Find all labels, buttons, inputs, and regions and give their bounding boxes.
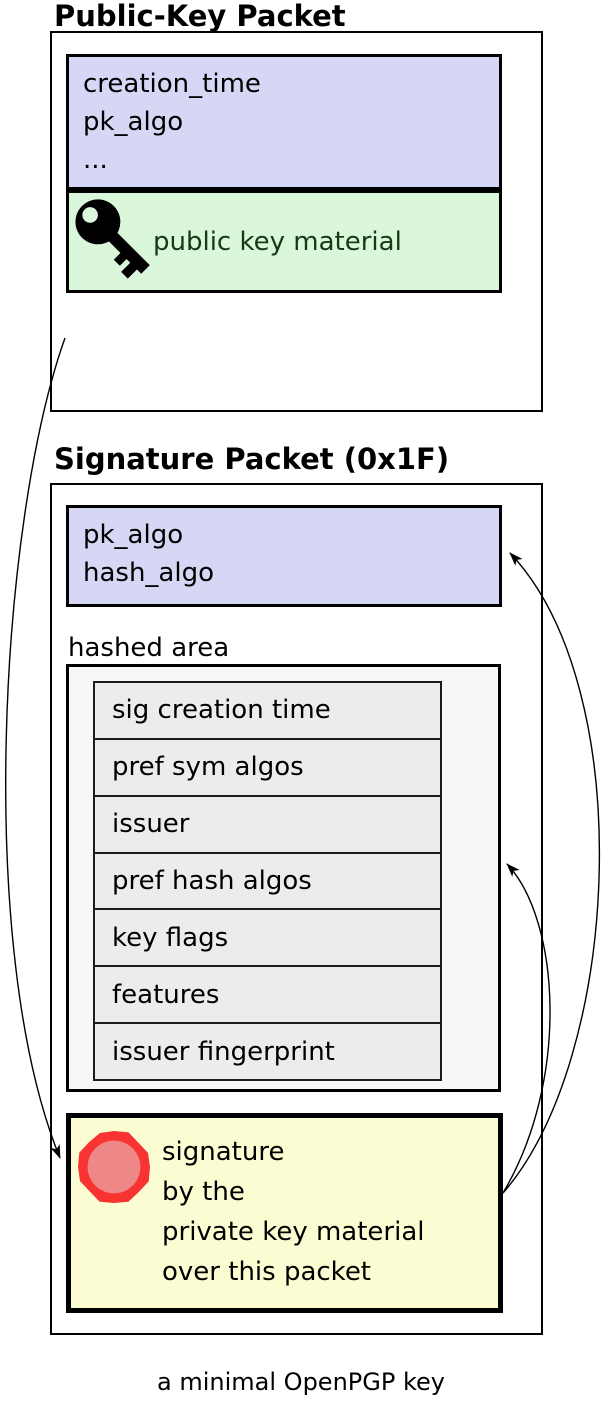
signature-line: private key material [162, 1217, 425, 1247]
seal-icon [78, 1131, 150, 1203]
subpacket-row-issuer-fingerprint: issuer fingerprint [95, 1022, 440, 1079]
public-key-material-label: public key material [153, 226, 402, 257]
field-pk-algo: pk_algo [83, 107, 184, 137]
hashed-area-box: sig creation time pref sym algos issuer … [66, 664, 501, 1092]
diagram-caption: a minimal OpenPGP key [157, 1368, 445, 1396]
hashed-area-label: hashed area [68, 633, 230, 663]
subpacket-row-pref-hash-algos: pref hash algos [95, 851, 440, 909]
signature-value-box: signature by the private key material ov… [66, 1113, 503, 1313]
signature-line: signature [162, 1137, 285, 1167]
public-key-packet-title: Public-Key Packet [54, 0, 346, 33]
signature-description: signature by the private key material ov… [162, 1132, 425, 1292]
field-hash-algo: hash_algo [83, 558, 215, 588]
subpacket-row-features: features [95, 965, 440, 1022]
signature-line: by the [162, 1177, 245, 1207]
hashed-subpacket-table: sig creation time pref sym algos issuer … [93, 681, 442, 1081]
subpacket-row-key-flags: key flags [95, 908, 440, 965]
field-pk-algo: pk_algo [83, 520, 184, 550]
key-icon [75, 199, 150, 279]
subpacket-row-pref-sym-algos: pref sym algos [95, 737, 440, 795]
public-key-material-box: public key material [66, 190, 502, 293]
field-ellipsis: ... [83, 145, 108, 175]
subpacket-row-sig-creation-time: sig creation time [112, 695, 331, 726]
field-creation-time: creation_time [83, 69, 261, 99]
subpacket-row-issuer: issuer [95, 794, 440, 852]
signature-packet-title: Signature Packet (0x1F) [54, 442, 450, 476]
signature-line: over this packet [162, 1257, 372, 1287]
signature-header-fields: pk_algo hash_algo [66, 505, 502, 607]
public-key-header-fields: creation_time pk_algo ... [66, 54, 502, 190]
